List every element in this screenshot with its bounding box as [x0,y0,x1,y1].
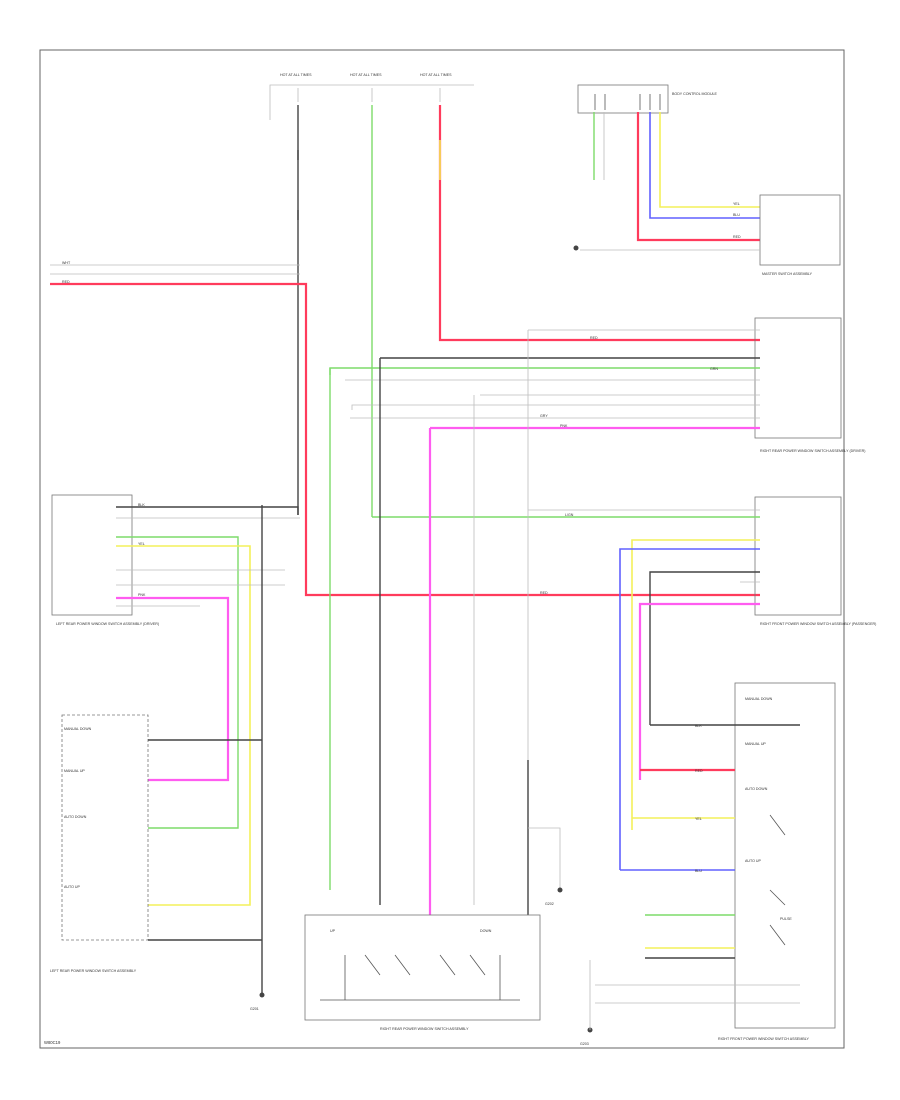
ground-center: G202 [528,827,563,906]
left-input-wires: WHT RED [50,261,760,597]
right-front-module-label: RIGHT FRONT POWER WINDOW SWITCH ASSEMBLY… [760,622,876,626]
wire-label-grn-rr: GRN [710,367,718,371]
right-rear-module: RIGHT REAR POWER WINDOW SWITCH ASSEMBLY … [329,317,865,453]
wire-label-red-rf: RED [540,591,548,595]
lr-manual-up: MANUAL UP [64,769,85,773]
wire-label-pnk-rr: PNK [560,424,568,428]
right-rear-switch-label: RIGHT REAR POWER WINDOW SWITCH ASSEMBLY [380,1027,469,1031]
wire-label-yel-top: YEL [733,202,740,206]
wire-label-blu-top: BLU [733,213,740,217]
wire-label-wht-in: WHT [62,261,71,265]
wire-label-pnk-lr: PNK [138,593,146,597]
wire-label-red-rfs: RED [695,769,703,773]
ground-label-2: G202 [545,902,554,906]
fuse-block: HOT AT ALL TIMES HOT AT ALL TIMES HOT AT… [269,73,474,120]
diagram-frame [39,49,845,1049]
right-rear-switch: RIGHT REAR POWER WINDOW SWITCH ASSEMBLY … [304,914,541,1031]
rf-pulse: PULSE [780,917,792,921]
wire-label-red-rr: RED [590,336,598,340]
lr-auto-up: AUTO UP [64,885,81,889]
fuse-3-label: HOT AT ALL TIMES [420,73,452,77]
left-rear-module-label: LEFT REAR POWER WINDOW SWITCH ASSEMBLY (… [56,622,159,626]
wire-label-blu-rfs: BLU [695,869,702,873]
rf-auto-down: AUTO DOWN [745,787,768,791]
right-front-switch: MANUAL DOWN MANUAL UP AUTO DOWN AUTO UP … [580,682,836,1046]
fuse-1-label: HOT AT ALL TIMES [280,73,312,77]
rr-down-label: DOWN [480,929,492,933]
left-rear-module: LEFT REAR POWER WINDOW SWITCH ASSEMBLY (… [51,494,300,906]
wire-label-blk-lr: BLK [138,503,145,507]
wire-label-yel-rfs: YEL [695,817,702,821]
body-control-module: BODY CONTROL MODULE MASTER SWITCH ASSEMB… [573,84,841,276]
body-control-label: BODY CONTROL MODULE [672,92,718,96]
left-rear-switch: MANUAL DOWN MANUAL UP AUTO DOWN AUTO UP … [50,505,265,1011]
left-rear-switch-label: LEFT REAR POWER WINDOW SWITCH ASSEMBLY [50,969,137,973]
right-front-module: RIGHT FRONT POWER WINDOW SWITCH ASSEMBLY… [372,496,876,870]
figure-code: W80C19 [44,1040,61,1045]
lr-manual-down: MANUAL DOWN [64,727,92,731]
rf-manual-down: MANUAL DOWN [745,697,773,701]
wire-label-yel-lr: YEL [138,542,145,546]
rr-up-label: UP [330,929,336,933]
trunk-red-upper [438,105,760,342]
wire-label-red-in: RED [62,280,70,284]
ground-label-1: G201 [250,1007,259,1011]
right-rear-module-label: RIGHT REAR POWER WINDOW SWITCH ASSEMBLY … [760,449,865,453]
wire-label-blk-rf: BLK [695,724,702,728]
lr-auto-down: AUTO DOWN [64,815,87,819]
rf-manual-up: MANUAL UP [745,742,766,746]
fuse-2-label: HOT AT ALL TIMES [350,73,382,77]
wire-label-lgn-rf: L/GN [565,513,574,517]
wire-label-gry-rr: GRY [540,414,548,418]
right-front-switch-label: RIGHT FRONT POWER WINDOW SWITCH ASSEMBLY [718,1037,809,1041]
wire-label-red-top: RED [733,235,741,239]
rf-auto-up: AUTO UP [745,859,762,863]
ground-label-3: G203 [580,1042,589,1046]
main-switch-label: MASTER SWITCH ASSEMBLY [762,272,813,276]
